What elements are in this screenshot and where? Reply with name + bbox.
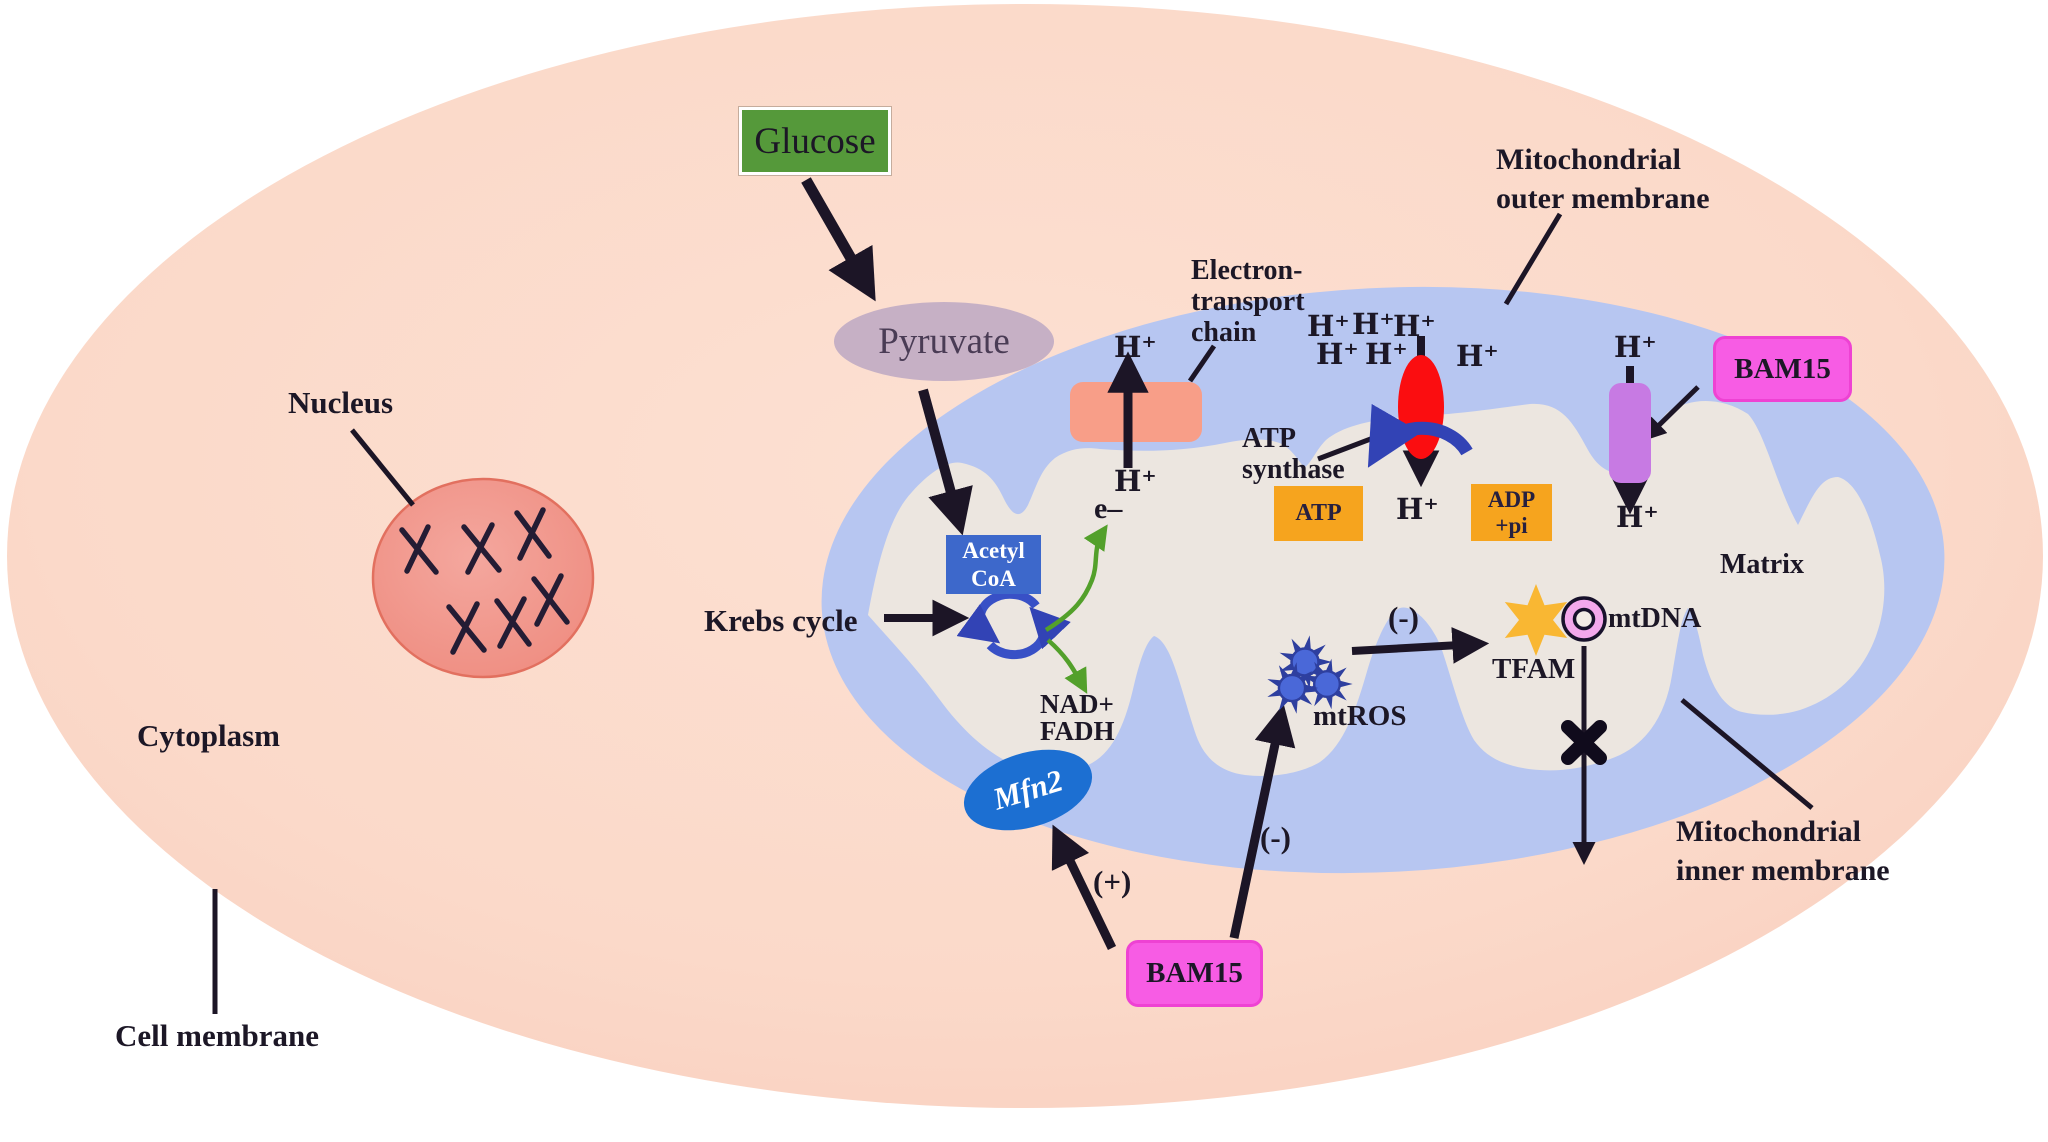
h-plus-label: H⁺ xyxy=(1114,464,1157,498)
mtdna-label: mtDNA xyxy=(1608,603,1702,634)
outer-membrane-pointer-line xyxy=(1503,212,1563,306)
inner-membrane-pointer-line xyxy=(1680,698,1814,810)
acetyl-coa-box: Acetyl CoA xyxy=(946,535,1041,594)
h-plus-label: H⁺ xyxy=(1316,337,1359,371)
adp-pi-box: ADP +pi xyxy=(1471,484,1552,541)
mtdna-icon xyxy=(1561,596,1607,642)
bam15-to-channel-arrow xyxy=(1643,385,1700,441)
atp-box: ATP xyxy=(1274,486,1363,541)
mfn2-activation-arrow xyxy=(1051,824,1117,950)
pyruvate-ellipse: Pyruvate xyxy=(834,302,1054,381)
atp-synthesis-arc-arrow xyxy=(1367,403,1473,468)
krebs-cycle-label: Krebs cycle xyxy=(704,603,858,638)
chromosomes-icon xyxy=(399,507,570,655)
mtros-label: mtROS xyxy=(1313,700,1407,732)
electron-label: e– xyxy=(1094,492,1123,525)
nucleus-label: Nucleus xyxy=(288,385,394,420)
krebs-cycle-icon xyxy=(956,589,1071,660)
glucose-box: Glucose xyxy=(739,107,891,175)
h-plus-label: H⁺ xyxy=(1456,339,1499,373)
mtros-to-tfam-arrow xyxy=(1351,627,1490,664)
inhibit-sign-tfam: (-) xyxy=(1388,600,1419,635)
nucleus-pointer-line xyxy=(350,428,415,507)
bam15-box-top: BAM15 xyxy=(1713,336,1852,402)
electron-up-arrow xyxy=(1044,524,1108,632)
tfam-label: TFAM xyxy=(1492,653,1576,685)
cell-membrane-label: Cell membrane xyxy=(115,1018,320,1053)
h-plus-label: H⁺ xyxy=(1393,309,1436,343)
bam15-box-bottom: BAM15 xyxy=(1126,940,1263,1007)
h-plus-label: H⁺ xyxy=(1365,337,1408,371)
tfam-star-icon xyxy=(1504,584,1568,656)
etc-pointer-line xyxy=(1187,344,1217,383)
glucose-to-pyruvate-arrow xyxy=(801,177,876,302)
outer-membrane-label: Mitochondrial outer membrane xyxy=(1496,143,1710,215)
h-plus-label: H⁺ xyxy=(1352,307,1395,341)
cytoplasm-label: Cytoplasm xyxy=(137,718,280,753)
h-plus-label: H⁺ xyxy=(1307,309,1350,343)
h-plus-label: H⁺ xyxy=(1614,330,1657,364)
h-plus-label: H⁺ xyxy=(1396,492,1439,526)
mtros-inhibition-arrow xyxy=(1229,703,1296,939)
electron-arrows xyxy=(1044,524,1108,694)
uncoupler-channel-icon xyxy=(1609,383,1651,483)
inhibit-sign-mtros: (-) xyxy=(1260,820,1291,855)
nadh-down-arrow xyxy=(1046,638,1088,694)
matrix-label: Matrix xyxy=(1720,549,1804,580)
h-plus-label: H⁺ xyxy=(1616,500,1659,534)
nad-fadh-label: NAD+ FADH xyxy=(1040,689,1115,746)
activate-sign-mfn2: (+) xyxy=(1093,864,1132,899)
block-x-icon xyxy=(1561,720,1607,765)
atp-synthase-label: ATP synthase xyxy=(1242,423,1345,485)
inner-membrane-label: Mitochondrial inner membrane xyxy=(1676,815,1890,887)
etc-complex-shape xyxy=(1070,382,1202,442)
h-plus-label: H⁺ xyxy=(1114,330,1157,364)
pyruvate-to-acetyl-arrow xyxy=(918,388,973,536)
etc-label: Electron- transport chain xyxy=(1191,255,1305,348)
